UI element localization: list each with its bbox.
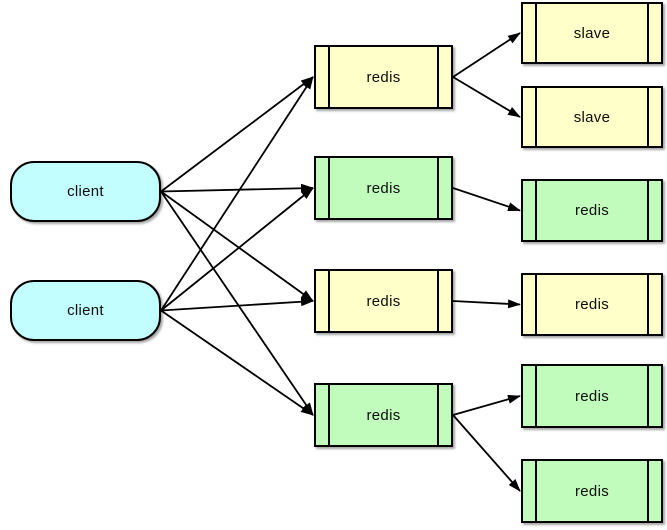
node-label: redis [574, 296, 609, 313]
edge-client-2-to-redis-mid-2 [160, 187, 314, 312]
node-redis-right-2: redis [521, 273, 663, 336]
component-side-bar-right [647, 4, 649, 62]
edge-client-2-to-redis-mid-4 [160, 309, 314, 416]
component-side-bar-right [647, 461, 649, 521]
node-label: redis [366, 292, 401, 310]
edges-group [160, 32, 521, 492]
edge-client-2-to-redis-mid-3 [160, 297, 314, 312]
edge-client-2-to-redis-mid-1 [160, 76, 314, 311]
node-label: client [67, 302, 104, 319]
edge-redis-mid-1-to-slave-2 [452, 76, 521, 118]
component-side-bar-left [328, 47, 330, 107]
node-slave-1: slave [521, 2, 663, 64]
component-side-bar-right [647, 181, 649, 240]
component-side-bar-left [535, 181, 537, 240]
node-label: redis [574, 387, 609, 405]
component-side-bar-left [535, 275, 537, 334]
node-redis-right-3: redis [521, 364, 663, 428]
component-side-bar-left [535, 461, 537, 521]
edge-client-1-to-redis-mid-3 [160, 190, 314, 302]
edge-client-1-to-redis-mid-1 [160, 76, 314, 193]
component-side-bar-right [437, 47, 439, 107]
component-side-bar-right [437, 385, 439, 445]
component-side-bar-right [437, 271, 439, 331]
node-label: redis [574, 202, 609, 219]
component-side-bar-left [328, 385, 330, 445]
component-side-bar-right [647, 88, 649, 146]
node-redis-mid-4: redis [314, 383, 453, 447]
edge-client-1-to-redis-mid-4 [160, 190, 314, 416]
component-side-bar-right [647, 275, 649, 334]
node-label: redis [366, 68, 401, 86]
node-slave-2: slave [521, 86, 663, 148]
edge-redis-mid-1-to-slave-1 [452, 32, 521, 78]
node-label: slave [573, 108, 611, 126]
node-label: redis [574, 482, 609, 500]
component-side-bar-left [535, 88, 537, 146]
node-redis-mid-3: redis [314, 269, 453, 333]
node-label: redis [366, 406, 401, 424]
node-label: client [67, 183, 104, 200]
edge-redis-mid-3-to-redis-right-2 [452, 299, 521, 309]
component-side-bar-right [647, 366, 649, 426]
component-side-bar-left [535, 4, 537, 62]
edge-redis-mid-4-to-redis-right-3 [452, 394, 521, 416]
node-label: redis [366, 179, 401, 197]
node-redis-right-1: redis [521, 179, 663, 242]
component-side-bar-left [535, 366, 537, 426]
edge-client-1-to-redis-mid-2 [160, 183, 314, 193]
component-side-bar-right [437, 158, 439, 218]
node-redis-right-4: redis [521, 459, 663, 523]
component-side-bar-left [328, 158, 330, 218]
node-label: slave [573, 24, 611, 42]
component-side-bar-left [328, 271, 330, 331]
node-client-2: client [10, 280, 161, 341]
edge-redis-mid-2-to-redis-right-1 [452, 187, 521, 212]
node-redis-mid-2: redis [314, 156, 453, 220]
edge-redis-mid-4-to-redis-right-4 [452, 414, 521, 492]
node-redis-mid-1: redis [314, 45, 453, 109]
node-client-1: client [10, 161, 161, 222]
